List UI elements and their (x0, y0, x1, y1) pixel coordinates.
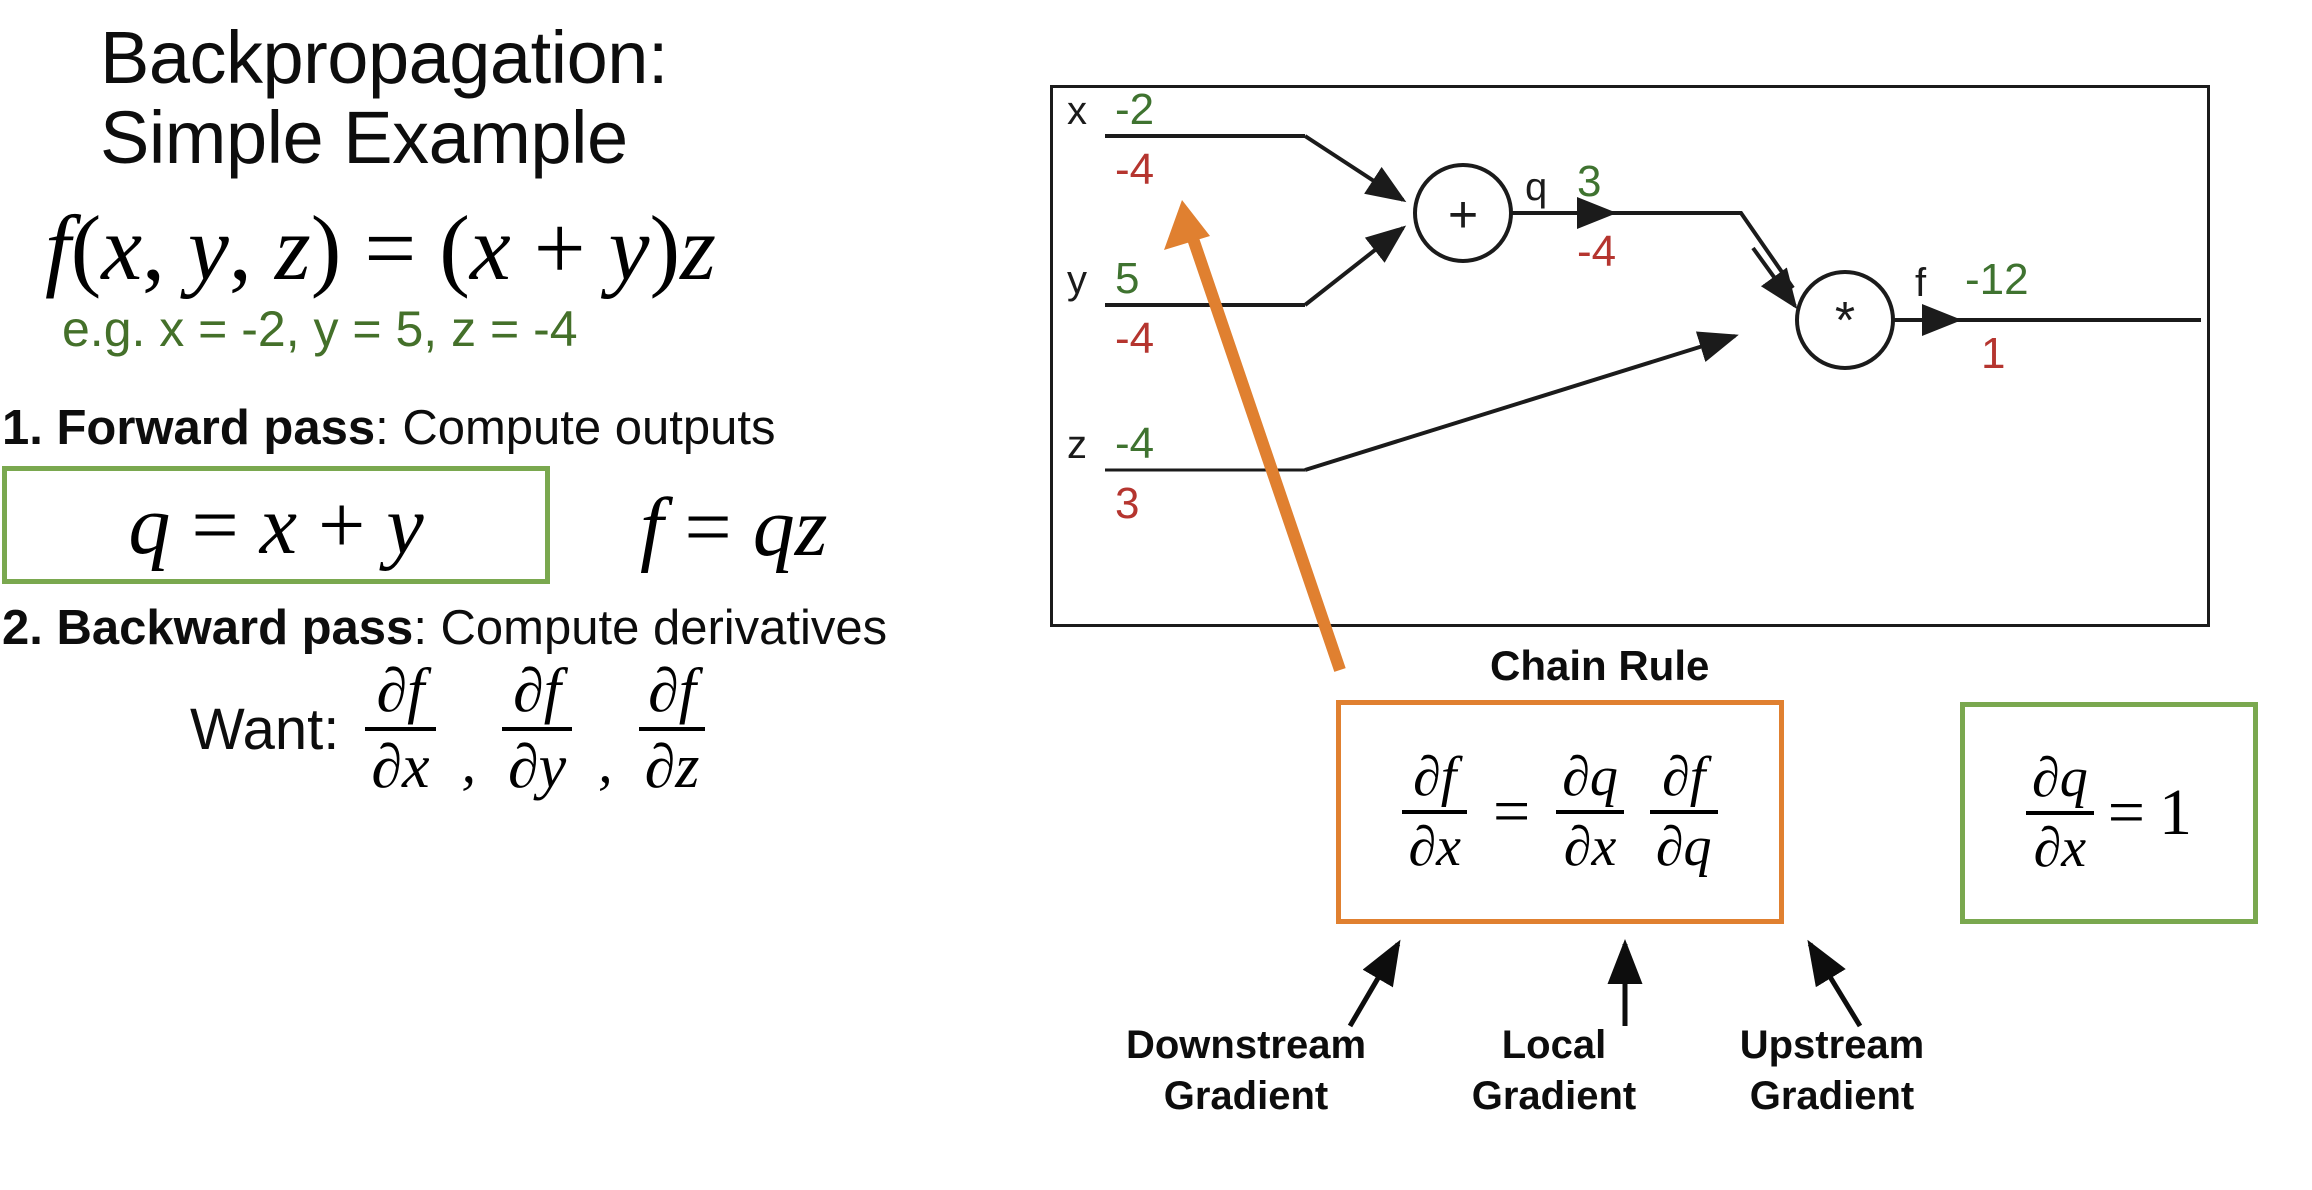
title-line-1: Backpropagation: (100, 16, 668, 99)
fraction-bar (365, 727, 436, 731)
fraction-bar (638, 727, 706, 731)
graph-input-value-z: -4 (1115, 419, 1154, 468)
arrow-downstream (1347, 939, 1401, 1028)
graph-input-value-x: -2 (1115, 88, 1154, 134)
derivative-denominator: ∂y (508, 733, 567, 801)
node-times-symbol: * (1835, 292, 1855, 350)
graph-input-grad-x: -4 (1115, 145, 1154, 194)
chain-equals-sign: = (1492, 775, 1531, 848)
local-line-2: Gradient (1471, 1074, 1637, 1119)
fraction-bar (1556, 810, 1624, 814)
forward-step-rest: : Compute outputs (375, 401, 776, 455)
fraction-bar (1649, 810, 1718, 814)
derivative-df-dx: ∂f ∂x (365, 657, 436, 801)
derivative-df-dz: ∂f ∂z (638, 657, 706, 801)
orange-arrow-shaft (1182, 222, 1346, 672)
chain-rhs2-denominator: ∂q (1655, 816, 1712, 878)
chain-rule-lhs: ∂f ∂x (1402, 747, 1467, 877)
chain-rule-upstream-term: ∂f ∂q (1649, 746, 1718, 878)
example-values: e.g. x = -2, y = 5, z = -4 (62, 301, 578, 357)
graph-input-grad-z: 3 (1115, 479, 1139, 528)
forward-pass-line: 1. Forward pass: Compute outputs (2, 400, 776, 456)
orange-arrow-head (1164, 200, 1210, 250)
upstream-line-1: Upstream (1739, 1023, 1925, 1067)
forward-step-number: 1. (2, 401, 43, 455)
gradient-pointer-arrows (1347, 939, 1863, 1028)
local-line-1: Local (1501, 1023, 1607, 1067)
edge-y-to-plus (1303, 225, 1407, 307)
derivative-numerator: ∂f (648, 657, 696, 725)
graph-edge-name-q: q (1525, 165, 1547, 209)
page-title: Backpropagation: Simple Example (100, 18, 860, 178)
fraction-bar (2026, 811, 2094, 815)
derivative-numerator: ∂f (513, 657, 562, 725)
derivative-df-dy: ∂f ∂y (502, 657, 573, 801)
backward-step-label: Backward pass (56, 601, 414, 655)
backward-step-number: 2. (2, 601, 43, 655)
title-line-2: Simple Example (100, 95, 628, 179)
chain-rhs1-denominator: ∂x (1563, 816, 1617, 878)
edge-q-arrowhead (1751, 246, 1798, 310)
computational-graph-panel: + * x -2 -4 y 5 -4 z -4 3 q 3 (1050, 85, 2210, 627)
graph-edge-value-q: 3 (1577, 157, 1601, 206)
graph-input-grad-y: -4 (1115, 314, 1154, 363)
chain-rhs1-numerator: ∂q (1562, 746, 1618, 808)
f-equation-text: f = qz (640, 481, 828, 574)
chain-rhs2-numerator: ∂f (1662, 746, 1706, 808)
graph-input-name-x: x (1067, 89, 1087, 133)
comma-separator: , (461, 730, 477, 795)
chain-lhs-denominator: ∂x (1408, 816, 1461, 878)
chain-rule-heading: Chain Rule (1490, 642, 1710, 689)
function-formula: f(x, y, z) = (x + y)z (45, 195, 716, 301)
local-grad-numerator: ∂q (2032, 747, 2088, 809)
local-gradient-fraction: ∂q ∂x (2026, 748, 2094, 878)
derivative-numerator: ∂f (376, 657, 425, 725)
comma-separator: , (598, 730, 613, 795)
fraction-bar (1402, 810, 1467, 814)
backward-step-rest: : Compute derivatives (413, 601, 888, 655)
fraction-bar (502, 727, 573, 731)
f-equation: f = qz (640, 478, 827, 576)
graph-edge-grad-q: -4 (1577, 227, 1616, 276)
local-grad-equals-sign: = (2107, 776, 2145, 849)
graph-input-value-y: 5 (1115, 254, 1139, 303)
derivative-denominator: ∂z (644, 733, 700, 801)
upstream-line-2: Gradient (1749, 1074, 1915, 1119)
chain-rule-box: ∂f ∂x = ∂q ∂x ∂f ∂q (1336, 700, 1784, 924)
q-equation: q = x + y (128, 478, 424, 572)
graph-output-grad-f: 1 (1981, 329, 2005, 378)
edge-x-to-plus (1303, 134, 1407, 203)
edge-q-to-times (1613, 211, 1795, 290)
arrow-upstream (1807, 939, 1863, 1028)
graph-output-name-f: f (1915, 261, 1927, 305)
chain-rule-local-term: ∂q ∂x (1556, 747, 1624, 877)
computational-graph-svg: + * x -2 -4 y 5 -4 z -4 3 q 3 (1067, 88, 2201, 528)
want-label: Want: (190, 696, 340, 762)
local-grad-denominator: ∂x (2033, 817, 2087, 879)
chain-lhs-numerator: ∂f (1413, 746, 1457, 808)
want-derivatives-row: Want: ∂f ∂x , ∂f ∂y , ∂f ∂z (190, 657, 706, 801)
graph-input-name-y: y (1067, 258, 1087, 302)
label-upstream-gradient: Upstream Gradient (1682, 1020, 1982, 1122)
local-grad-value: 1 (2158, 776, 2192, 849)
q-equation-box: q = x + y (2, 466, 550, 584)
backprop-orange-arrow (1164, 200, 1346, 672)
forward-step-label: Forward pass (56, 401, 376, 455)
edge-z-to-times (1304, 331, 1739, 472)
function-formula-text: f(x, y, z) = (x + y)z (45, 197, 716, 299)
node-plus-symbol: + (1448, 186, 1478, 244)
label-downstream-gradient: Downstream Gradient (1096, 1020, 1396, 1122)
label-local-gradient: Local Gradient (1424, 1020, 1684, 1122)
derivative-denominator: ∂x (371, 733, 430, 801)
graph-input-name-z: z (1067, 423, 1087, 467)
backward-pass-line: 2. Backward pass: Compute derivatives (2, 600, 887, 656)
downstream-line-1: Downstream (1125, 1023, 1367, 1067)
local-gradient-box: ∂q ∂x = 1 (1960, 702, 2258, 924)
graph-output-value-f: -12 (1965, 255, 2029, 304)
downstream-line-2: Gradient (1163, 1074, 1329, 1119)
